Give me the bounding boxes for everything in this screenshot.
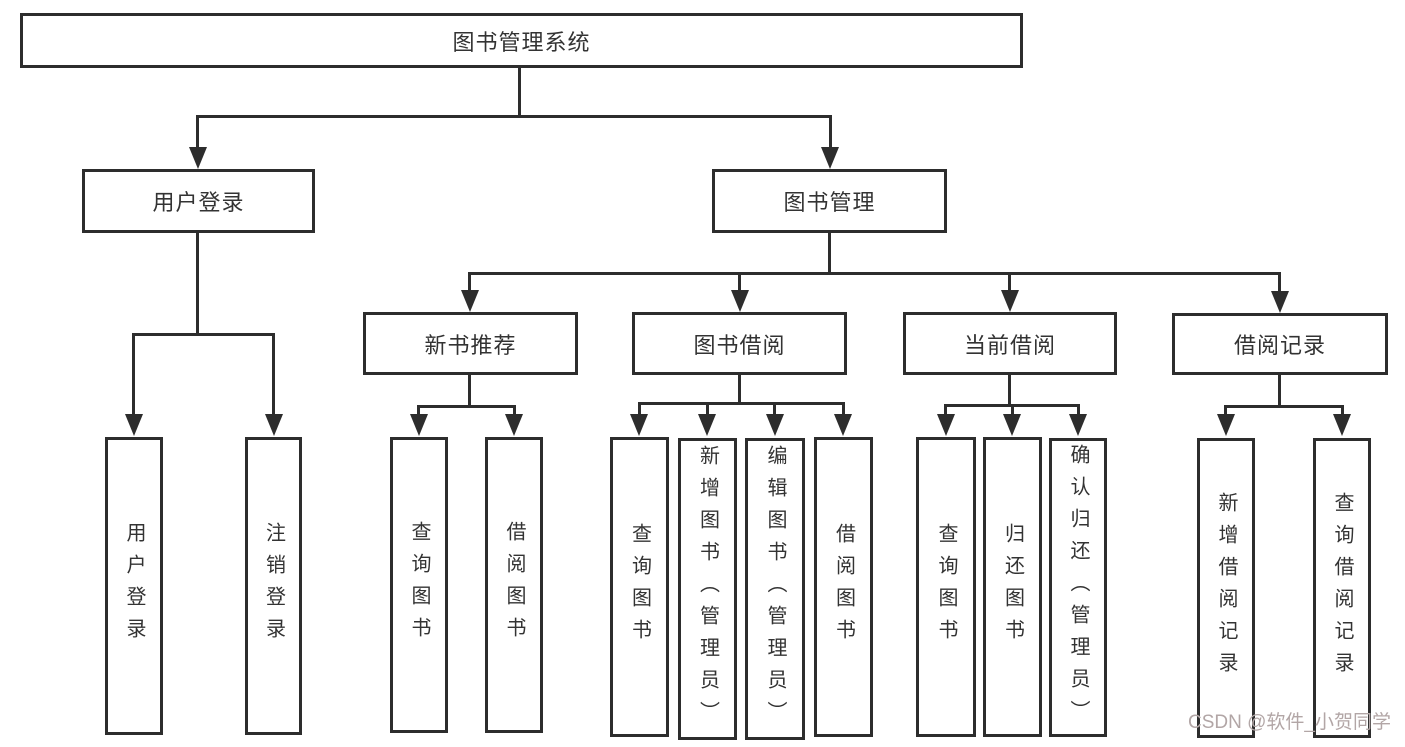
arrowhead bbox=[125, 414, 143, 436]
csdn-watermark: CSDN @软件_小贺同学 bbox=[1188, 712, 1391, 733]
arrowhead bbox=[1001, 290, 1019, 312]
leaf-label: 查询图书 bbox=[628, 523, 651, 651]
arrowhead bbox=[698, 414, 716, 436]
leaf-label: 查询图书 bbox=[935, 523, 957, 651]
leaf-label: 查询借阅记录 bbox=[1331, 492, 1353, 684]
arrowhead bbox=[937, 414, 955, 436]
connector-segment bbox=[842, 402, 845, 416]
leaf-current-confirm-return-admin: 确认归还（管理员） bbox=[1049, 438, 1107, 737]
node-new-book-recommend: 新书推荐 bbox=[363, 312, 578, 375]
connector-segment bbox=[1011, 404, 1014, 416]
connector-segment bbox=[828, 233, 831, 275]
leaf-label: 查询图书 bbox=[408, 521, 430, 649]
connector-segment bbox=[706, 402, 709, 416]
connector-segment bbox=[738, 272, 741, 293]
connector-segment bbox=[944, 404, 947, 416]
connector-segment bbox=[196, 115, 199, 150]
arrowhead bbox=[630, 414, 648, 436]
node-user-login: 用户登录 bbox=[82, 169, 315, 233]
leaf-borrow-query-books: 查询图书 bbox=[610, 437, 669, 737]
node-book-borrow: 图书借阅 bbox=[632, 312, 847, 375]
leaf-logout: 注销登录 bbox=[245, 437, 302, 735]
arrowhead bbox=[834, 414, 852, 436]
arrowhead bbox=[265, 414, 283, 436]
arrowhead bbox=[1069, 414, 1087, 436]
connector-segment bbox=[1077, 404, 1080, 416]
leaf-newbook-borrow-books: 借阅图书 bbox=[485, 437, 543, 733]
connector-segment bbox=[1278, 375, 1281, 408]
leaf-current-return-books: 归还图书 bbox=[983, 437, 1042, 737]
connector-segment bbox=[196, 233, 199, 336]
leaf-records-add-record: 新增借阅记录 bbox=[1197, 438, 1255, 738]
connector-segment bbox=[132, 333, 275, 336]
leaf-newbook-query-books: 查询图书 bbox=[390, 437, 448, 733]
arrowhead bbox=[1271, 291, 1289, 313]
connector-segment bbox=[1224, 405, 1227, 416]
leaf-label: 借阅图书 bbox=[503, 521, 525, 649]
arrowhead bbox=[1217, 414, 1235, 436]
arrowhead bbox=[1003, 414, 1021, 436]
connector-segment bbox=[196, 115, 832, 118]
connector-segment bbox=[417, 405, 516, 408]
node-borrow-records: 借阅记录 bbox=[1172, 313, 1388, 375]
leaf-label: 注销登录 bbox=[262, 522, 285, 650]
connector-segment bbox=[272, 333, 275, 417]
arrowhead bbox=[505, 414, 523, 436]
connector-segment bbox=[513, 405, 516, 417]
arrowhead bbox=[461, 290, 479, 312]
arrowhead bbox=[1333, 414, 1351, 436]
connector-segment bbox=[417, 405, 420, 417]
arrowhead bbox=[410, 414, 428, 436]
connector-segment bbox=[773, 402, 776, 416]
leaf-label: 用户登录 bbox=[123, 522, 145, 650]
leaf-label: 确认归还（管理员） bbox=[1067, 443, 1089, 732]
leaf-records-query-record: 查询借阅记录 bbox=[1313, 438, 1371, 738]
connector-segment bbox=[468, 375, 471, 408]
arrowhead bbox=[766, 414, 784, 436]
connector-segment bbox=[638, 402, 845, 405]
connector-segment bbox=[468, 272, 471, 293]
leaf-borrow-borrow-books: 借阅图书 bbox=[814, 437, 873, 737]
connector-segment bbox=[132, 333, 135, 417]
leaf-label: 编辑图书（管理员） bbox=[764, 445, 786, 733]
connector-segment bbox=[638, 402, 641, 416]
connector-segment bbox=[518, 68, 521, 118]
connector-segment bbox=[829, 115, 832, 150]
node-book-management: 图书管理 bbox=[712, 169, 947, 233]
leaf-label: 归还图书 bbox=[1001, 523, 1024, 651]
connector-segment bbox=[738, 375, 741, 405]
leaf-label: 新增图书（管理员） bbox=[696, 445, 719, 733]
connector-segment bbox=[1008, 375, 1011, 407]
leaf-current-query-books: 查询图书 bbox=[916, 437, 976, 737]
arrowhead bbox=[731, 290, 749, 312]
connector-segment bbox=[1224, 405, 1344, 408]
connector-segment bbox=[468, 272, 1281, 275]
leaf-label: 借阅图书 bbox=[832, 523, 855, 651]
node-library-system: 图书管理系统 bbox=[20, 13, 1023, 68]
arrowhead bbox=[821, 147, 839, 169]
connector-segment bbox=[1008, 272, 1011, 293]
node-current-borrow: 当前借阅 bbox=[903, 312, 1117, 375]
leaf-borrow-edit-books-admin: 编辑图书（管理员） bbox=[745, 438, 805, 740]
leaf-label: 新增借阅记录 bbox=[1215, 492, 1237, 684]
connector-segment bbox=[1278, 272, 1281, 294]
leaf-user-login: 用户登录 bbox=[105, 437, 163, 735]
connector-segment bbox=[1341, 405, 1344, 416]
leaf-borrow-add-books-admin: 新增图书（管理员） bbox=[678, 438, 737, 740]
arrowhead bbox=[189, 147, 207, 169]
